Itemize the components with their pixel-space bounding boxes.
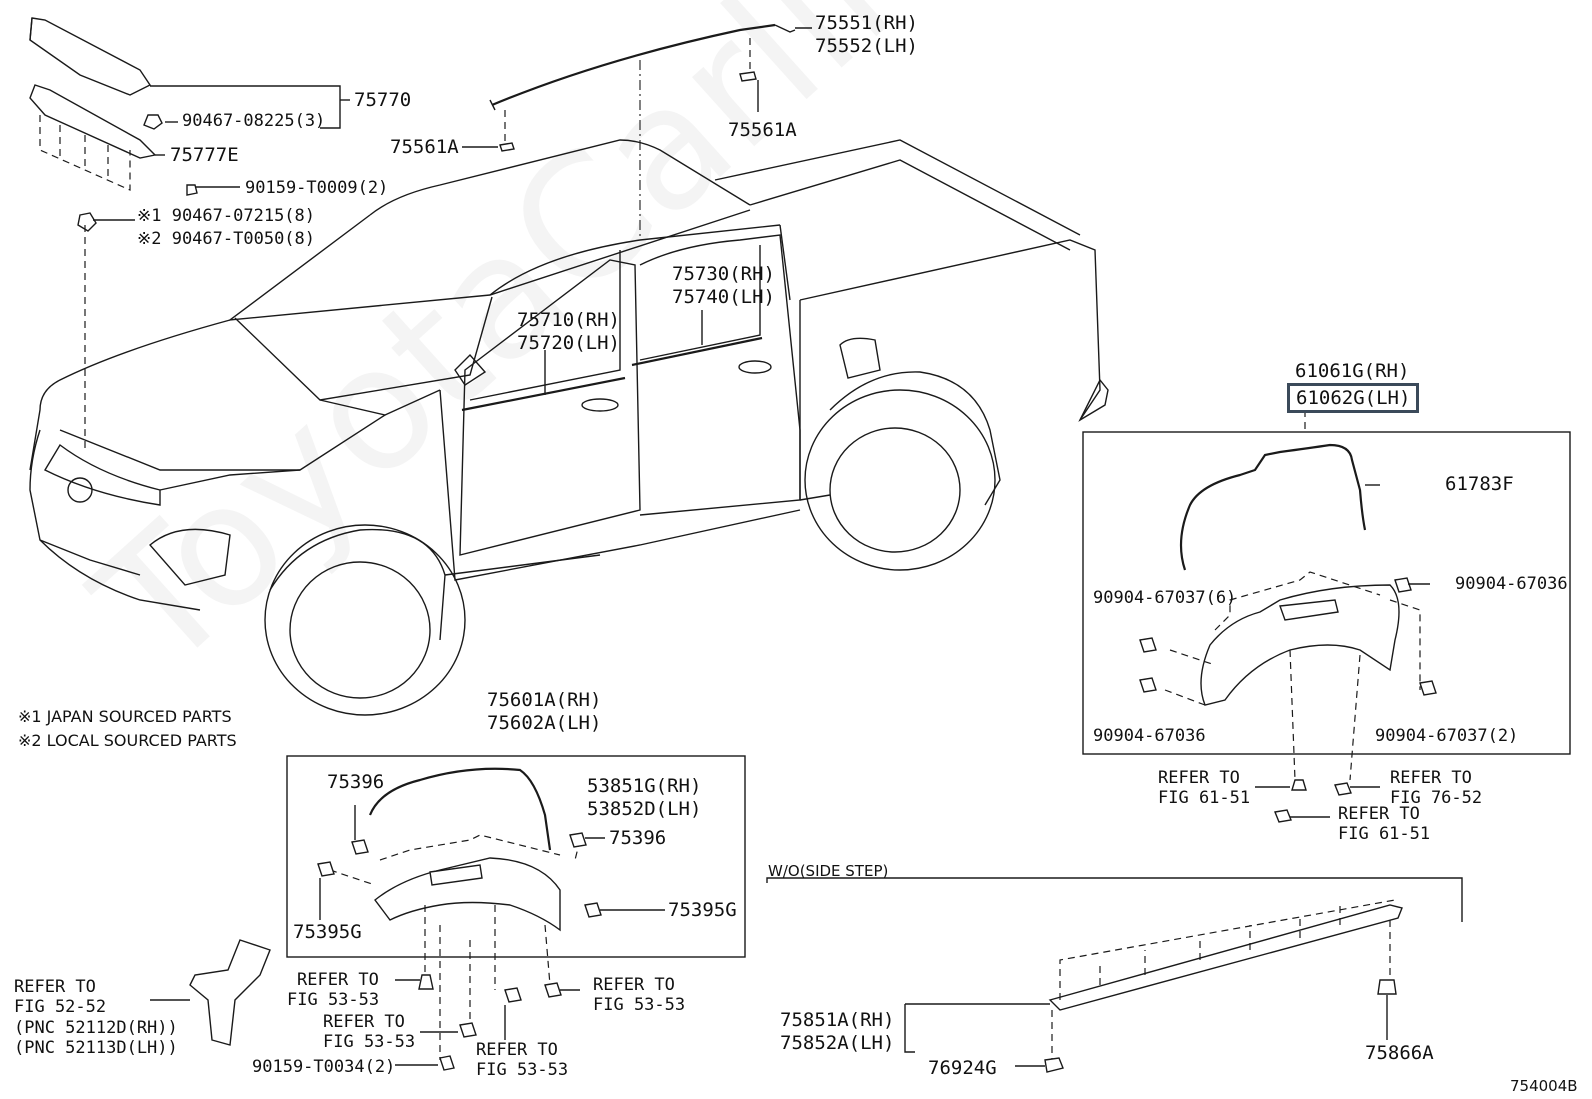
- label-refer-76-52-2[interactable]: FIG 76-52: [1390, 788, 1483, 808]
- label-75396-right[interactable]: 75396: [609, 827, 667, 849]
- label-75730[interactable]: 75730(RH): [672, 263, 775, 285]
- label-75740[interactable]: 75740(LH): [672, 286, 775, 308]
- leader-lines: [544, 310, 1306, 430]
- label-61061g[interactable]: 61061G(RH): [1295, 360, 1410, 382]
- label-pnc-52113d: (PNC 52113D(LH)): [14, 1038, 178, 1058]
- label-refer-52-52-1: REFER TO: [14, 977, 96, 997]
- label-75561a-left[interactable]: 75561A: [390, 136, 459, 158]
- label-75551[interactable]: 75551(RH): [815, 12, 918, 34]
- label-90467-07215[interactable]: ※1 90467-07215(8): [137, 206, 316, 226]
- label-refer-61-51-a1: REFER TO: [1158, 768, 1240, 788]
- label-61062g-highlighted[interactable]: 61062G(LH): [1287, 383, 1420, 413]
- label-90467-t0050[interactable]: ※2 90467-T0050(8): [137, 229, 316, 249]
- label-90467-08225[interactable]: 90467-08225(3): [182, 111, 326, 131]
- label-75777e[interactable]: 75777E: [170, 144, 239, 166]
- label-90904-67036-bottom[interactable]: 90904-67036: [1093, 726, 1206, 746]
- label-75851a[interactable]: 75851A(RH): [780, 1009, 895, 1031]
- label-pnc-52112d: (PNC 52112D(RH)): [14, 1018, 178, 1038]
- label-75561a-right[interactable]: 75561A: [728, 119, 797, 141]
- label-refer-53-53-b2[interactable]: FIG 53-53: [593, 995, 686, 1015]
- label-75601a[interactable]: 75601A(RH): [487, 689, 602, 711]
- label-61783f[interactable]: 61783F: [1445, 473, 1514, 495]
- label-75552[interactable]: 75552(LH): [815, 35, 918, 57]
- label-90159-t0009[interactable]: 90159-T0009(2): [245, 178, 389, 198]
- label-75396-top[interactable]: 75396: [327, 771, 385, 793]
- label-53851g[interactable]: 53851G(RH): [587, 775, 702, 797]
- roof-molding-drawing: [462, 23, 812, 240]
- label-refer-61-51-a2[interactable]: FIG 61-51: [1158, 788, 1251, 808]
- label-75770[interactable]: 75770: [354, 89, 412, 111]
- front-flare-box: [286, 755, 746, 1071]
- label-76924g[interactable]: 76924G: [928, 1057, 997, 1079]
- label-75602a[interactable]: 75602A(LH): [487, 712, 602, 734]
- label-75720[interactable]: 75720(LH): [517, 332, 620, 354]
- label-53852d[interactable]: 53852D(LH): [587, 798, 702, 820]
- label-refer-53-53-c1: REFER TO: [323, 1012, 405, 1032]
- label-refer-53-53-d1: REFER TO: [476, 1040, 558, 1060]
- label-75395g-left[interactable]: 75395G: [293, 921, 362, 943]
- note-local-sourced: ※2 LOCAL SOURCED PARTS: [18, 731, 237, 750]
- label-75852a[interactable]: 75852A(LH): [780, 1032, 895, 1054]
- diagram-code: 754004B: [1510, 1077, 1578, 1095]
- label-refer-53-53-c2[interactable]: FIG 53-53: [323, 1032, 416, 1052]
- rear-flare-box: [1082, 431, 1571, 823]
- label-90904-67037-6[interactable]: 90904-67037(6): [1093, 588, 1237, 608]
- label-75395g-right[interactable]: 75395G: [668, 899, 737, 921]
- label-75866a[interactable]: 75866A: [1365, 1042, 1434, 1064]
- label-90904-67036-top[interactable]: 90904-67036: [1455, 574, 1568, 594]
- side-step-drawing: [766, 877, 1463, 1073]
- label-75710[interactable]: 75710(RH): [517, 309, 620, 331]
- label-90159-t0034[interactable]: 90159-T0034(2): [252, 1057, 396, 1077]
- mudguard-drawing: [150, 939, 271, 1046]
- note-japan-sourced: ※1 JAPAN SOURCED PARTS: [18, 707, 232, 726]
- truck-outline: [29, 139, 1109, 716]
- label-refer-76-52-1: REFER TO: [1390, 768, 1472, 788]
- label-refer-53-53-a2[interactable]: FIG 53-53: [287, 990, 380, 1010]
- label-refer-61-51-b2[interactable]: FIG 61-51: [1338, 824, 1431, 844]
- label-90904-67037-2[interactable]: 90904-67037(2): [1375, 726, 1519, 746]
- label-refer-53-53-b1: REFER TO: [593, 975, 675, 995]
- label-refer-53-53-d2[interactable]: FIG 53-53: [476, 1060, 569, 1080]
- hood-protector-drawing: [29, 17, 350, 450]
- label-refer-52-52-2[interactable]: FIG 52-52: [14, 997, 107, 1017]
- section-wo-side-step: W/O(SIDE STEP): [768, 862, 889, 880]
- label-refer-61-51-b1: REFER TO: [1338, 804, 1420, 824]
- label-refer-53-53-a1: REFER TO: [297, 970, 379, 990]
